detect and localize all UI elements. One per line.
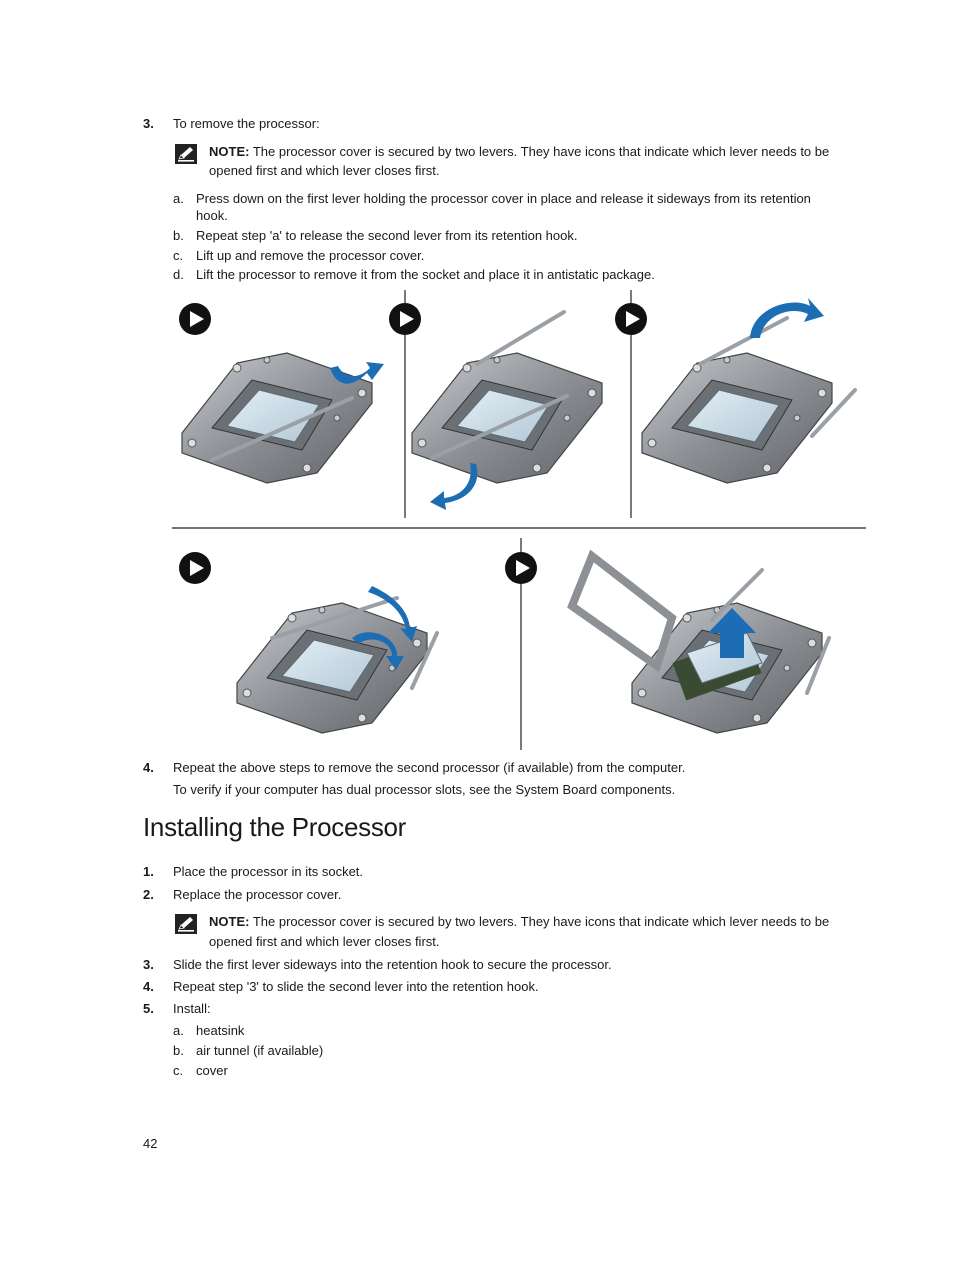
play-step-icon [179, 303, 211, 335]
substep-text: Repeat step 'a' to release the second le… [196, 228, 578, 243]
step-number: 3. [143, 957, 154, 972]
step-text: Repeat step '3' to slide the second leve… [173, 979, 539, 994]
install-item-letter: a. [173, 1023, 184, 1038]
note-text: The processor cover is secured by two le… [252, 144, 830, 159]
substep-letter: a. [173, 191, 184, 206]
note-label: NOTE: [209, 144, 250, 159]
step-text: Slide the first lever sideways into the … [173, 957, 612, 972]
note-pencil-icon [175, 914, 197, 934]
install-item-letter: b. [173, 1043, 184, 1058]
substep-letter: b. [173, 228, 184, 243]
step-text: Place the processor in its socket. [173, 864, 364, 879]
substep-letter: d. [173, 267, 184, 282]
substep-letter: c. [173, 248, 184, 263]
step-number: 4. [143, 760, 154, 775]
install-item-letter: c. [173, 1063, 184, 1078]
note-label: NOTE: [209, 914, 250, 929]
note-pencil-icon [175, 144, 197, 164]
note-line-1: NOTE: The processor cover is secured by … [209, 913, 829, 930]
step-text: Replace the processor cover. [173, 887, 342, 902]
section-title: Installing the Processor [143, 812, 407, 842]
substep-text: Lift up and remove the processor cover. [196, 248, 425, 263]
note-line-2: opened first and which lever closes firs… [209, 163, 440, 178]
processor-removal-figure [172, 290, 866, 750]
step-number: 4. [143, 979, 154, 994]
install-item-text: cover [196, 1063, 228, 1078]
note-text: The processor cover is secured by two le… [252, 914, 830, 929]
install-item-text: air tunnel (if available) [196, 1043, 324, 1058]
step-text: Install: [173, 1001, 211, 1016]
step-number: 1. [143, 864, 154, 879]
substep-text: Press down on the first lever holding th… [196, 191, 811, 206]
step-number: 3. [143, 116, 154, 131]
step-number: 2. [143, 887, 154, 902]
install-item-text: heatsink [196, 1023, 245, 1038]
substep-text: Lift the processor to remove it from the… [196, 267, 655, 282]
substep-text-cont: hook. [196, 208, 228, 223]
note-line-2: opened first and which lever closes firs… [209, 934, 440, 949]
note-line-1: NOTE: The processor cover is secured by … [209, 143, 829, 160]
step-text: To remove the processor: [173, 116, 320, 131]
page-number: 42 [143, 1136, 158, 1151]
step-subtext: To verify if your computer has dual proc… [173, 782, 676, 797]
step-number: 5. [143, 1001, 154, 1016]
step-text: Repeat the above steps to remove the sec… [173, 760, 686, 775]
